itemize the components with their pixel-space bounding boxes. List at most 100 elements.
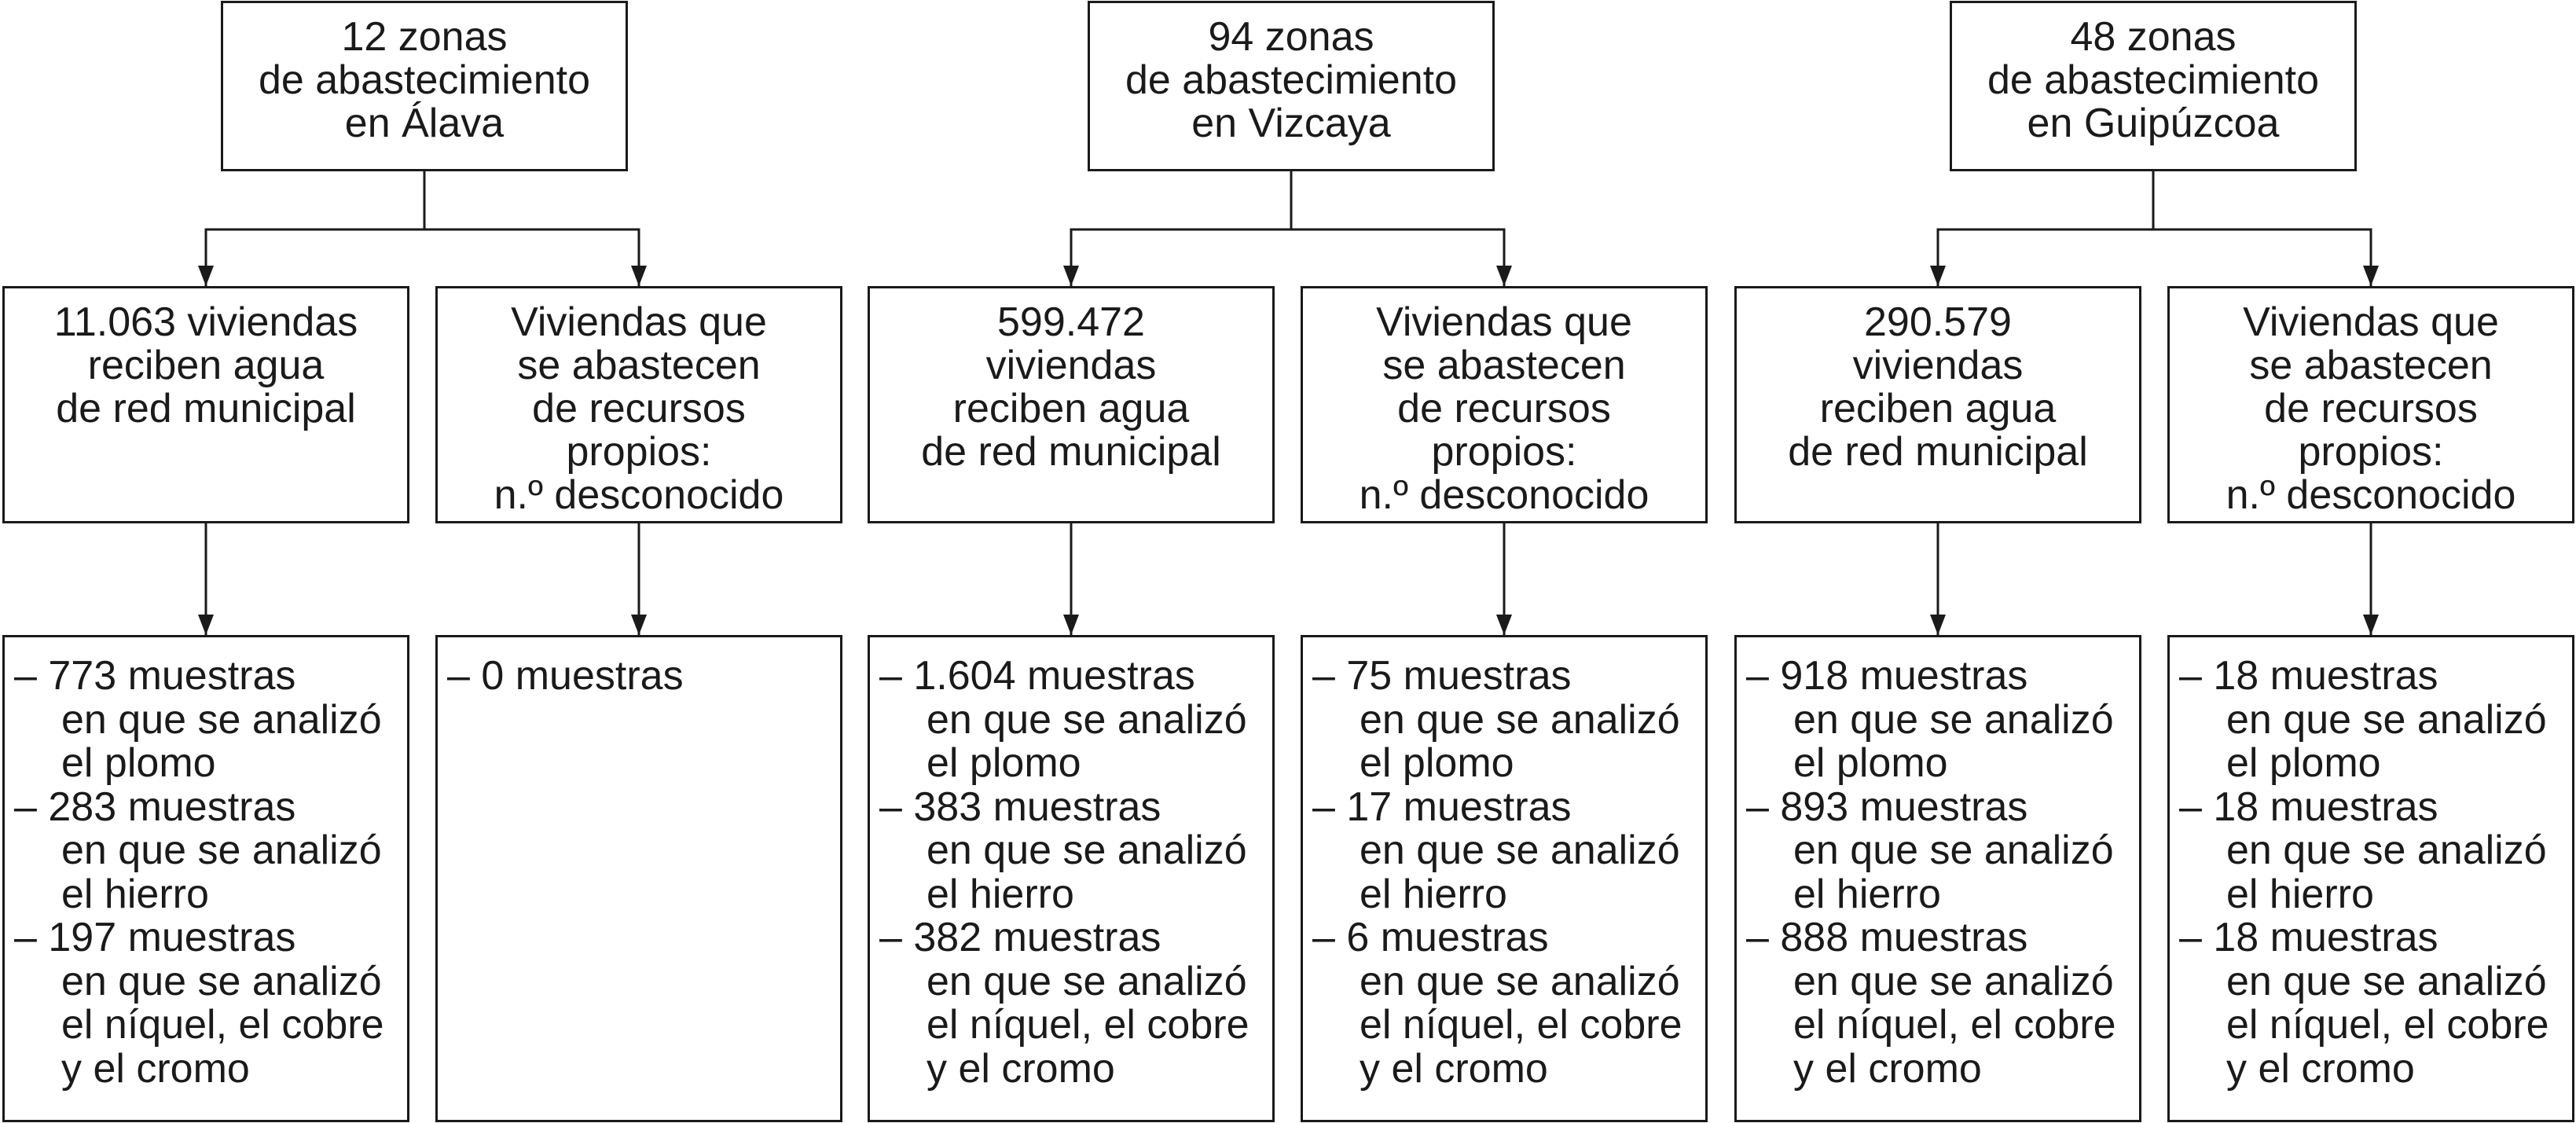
text-line: de recursos bbox=[532, 386, 746, 431]
text-line: reciben agua bbox=[87, 343, 325, 388]
text-line: de abastecimiento bbox=[1125, 57, 1458, 103]
text-line: se abastecen bbox=[517, 343, 761, 388]
sample-count-line: – 283 muestras bbox=[14, 784, 296, 830]
sample-count-line: – 893 muestras bbox=[1746, 784, 2028, 830]
text-line: de recursos bbox=[2264, 386, 2478, 431]
sample-detail-line: el plomo bbox=[1360, 740, 1514, 786]
text-line: Viviendas que bbox=[1376, 299, 1632, 345]
text-line: de recursos bbox=[1397, 386, 1611, 431]
sample-count-line: – 383 muestras bbox=[879, 784, 1161, 830]
arrowhead-icon bbox=[1930, 266, 1946, 286]
sample-detail-line: en que se analizó bbox=[2226, 828, 2547, 873]
sample-detail-line: en que se analizó bbox=[927, 696, 1247, 743]
text-line: propios: bbox=[2298, 429, 2444, 475]
sample-count-line: – 0 muestras bbox=[447, 653, 684, 699]
text-line: de abastecimiento bbox=[1987, 57, 2320, 103]
text-line: Viviendas que bbox=[2243, 299, 2499, 345]
sample-count-line: – 17 muestras bbox=[1312, 784, 1572, 830]
text-line: en Vizcaya bbox=[1191, 101, 1391, 146]
arrowhead-icon bbox=[1063, 615, 1079, 635]
sample-detail-line: el plomo bbox=[927, 740, 1081, 786]
sample-detail-line: en que se analizó bbox=[1793, 696, 2114, 743]
sample-detail-line: y el cromo bbox=[1360, 1045, 1548, 1092]
text-line: n.º desconocido bbox=[494, 472, 784, 518]
text-line: reciben agua bbox=[952, 386, 1190, 431]
sample-detail-line: en que se analizó bbox=[1793, 828, 2114, 873]
sample-count-line: – 773 muestras bbox=[14, 653, 296, 699]
text-line: n.º desconocido bbox=[1359, 472, 1649, 518]
text-line: en Álava bbox=[344, 101, 505, 146]
text-line: se abastecen bbox=[2249, 343, 2493, 388]
sample-count-line: – 6 muestras bbox=[1312, 915, 1549, 960]
sample-detail-line: el plomo bbox=[2226, 740, 2381, 786]
text-line: 599.472 bbox=[997, 299, 1145, 345]
sample-detail-line: y el cromo bbox=[61, 1045, 250, 1092]
sample-count-line: – 18 muestras bbox=[2179, 915, 2438, 960]
sample-detail-line: el hierro bbox=[2226, 871, 2374, 917]
sample-count-line: – 918 muestras bbox=[1746, 653, 2028, 699]
own-samples-box-alava: – 0 muestras bbox=[435, 635, 842, 1122]
sample-detail-line: el hierro bbox=[1793, 871, 1941, 917]
sample-detail-line: en que se analizó bbox=[61, 828, 382, 873]
sample-detail-line: el hierro bbox=[61, 871, 209, 917]
sample-detail-line: en que se analizó bbox=[927, 958, 1247, 1004]
sample-detail-line: en que se analizó bbox=[2226, 696, 2547, 743]
arrowhead-icon bbox=[198, 266, 214, 286]
text-line: de abastecimiento bbox=[258, 57, 591, 103]
sample-detail-line: en que se analizó bbox=[61, 696, 382, 743]
sample-detail-line: y el cromo bbox=[1793, 1045, 1982, 1092]
sample-count-line: – 382 muestras bbox=[879, 915, 1161, 960]
sample-count-line: – 75 muestras bbox=[1312, 653, 1572, 699]
text-line: en Guipúzcoa bbox=[2027, 101, 2280, 146]
text-line: viviendas bbox=[1852, 343, 2024, 388]
arrowhead-icon bbox=[631, 266, 647, 286]
text-line: de red municipal bbox=[56, 386, 356, 431]
text-line: propios: bbox=[566, 429, 712, 475]
arrowhead-icon bbox=[1496, 615, 1512, 635]
sample-count-line: – 18 muestras bbox=[2179, 784, 2438, 830]
sample-count-line: – 1.604 muestras bbox=[879, 653, 1195, 699]
text-line: 290.579 bbox=[1864, 299, 2012, 345]
text-line: se abastecen bbox=[1382, 343, 1626, 388]
sample-detail-line: en que se analizó bbox=[2226, 958, 2547, 1004]
text-line: propios: bbox=[1431, 429, 1577, 475]
text-line: viviendas bbox=[985, 343, 1157, 388]
sample-count-line: – 197 muestras bbox=[14, 915, 296, 960]
sample-detail-line: el hierro bbox=[1360, 871, 1507, 917]
arrowhead-icon bbox=[198, 615, 214, 635]
text-line: Viviendas que bbox=[511, 299, 767, 345]
text-line: de red municipal bbox=[921, 429, 1221, 475]
sample-count-line: – 18 muestras bbox=[2179, 653, 2438, 699]
sample-count-line: – 888 muestras bbox=[1746, 915, 2028, 960]
sample-detail-line: el níquel, el cobre bbox=[1360, 1002, 1682, 1048]
text-line: reciben agua bbox=[1819, 386, 2057, 431]
sample-detail-line: el níquel, el cobre bbox=[1793, 1002, 2116, 1048]
text-line: 11.063 viviendas bbox=[53, 299, 358, 345]
text-line: 12 zonas bbox=[341, 14, 508, 60]
sample-detail-line: en que se analizó bbox=[927, 828, 1247, 873]
sample-detail-line: el plomo bbox=[61, 740, 216, 786]
sample-detail-line: y el cromo bbox=[2226, 1045, 2415, 1092]
arrowhead-icon bbox=[2363, 266, 2379, 286]
arrowhead-icon bbox=[1930, 615, 1946, 635]
